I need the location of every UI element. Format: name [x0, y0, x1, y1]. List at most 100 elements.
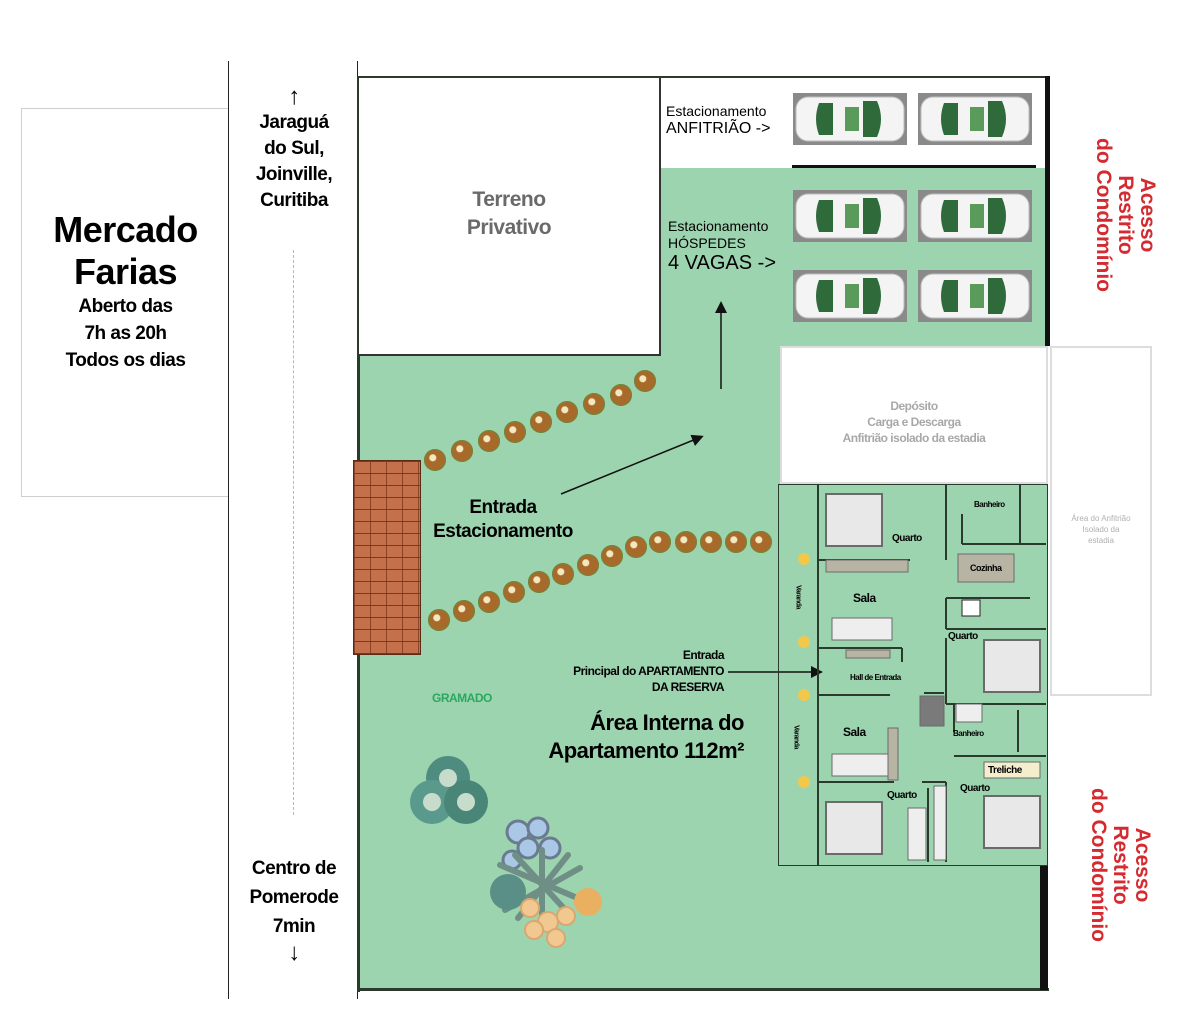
shrub-icon	[504, 421, 526, 443]
property-border-top	[357, 76, 1049, 78]
south-line1: Centro de	[251, 858, 337, 879]
shrub-icon	[601, 545, 623, 567]
room-varanda-2: Varanda	[776, 722, 816, 752]
market-name-line2: Farias	[73, 251, 178, 292]
road-edge-left	[228, 61, 229, 999]
shrub-icon	[556, 401, 578, 423]
shrub-icon	[725, 531, 747, 553]
restricted-upper-line2: Restrito	[1114, 175, 1137, 255]
market-hours-line1: Aberto das	[78, 296, 173, 317]
host-parking-car	[793, 93, 907, 145]
north-line4: Curitiba	[260, 190, 328, 211]
main-entrance-label: Entrada Principal do APARTAMENTO DA RESE…	[540, 647, 724, 695]
shrub-icon	[750, 531, 772, 553]
storage-line3: Anfitrião isolado da estadia	[842, 431, 986, 445]
main-entrance-line3: DA RESERVA	[651, 680, 725, 694]
restricted-lower-line2: Restrito	[1109, 825, 1132, 905]
garden-trees	[410, 756, 602, 948]
shrub-icon	[700, 531, 722, 553]
main-entrance-line1: Entrada	[682, 648, 725, 662]
apartment-walls	[817, 484, 1046, 866]
room-quarto-1: Quarto	[892, 533, 922, 544]
private-land-line1: Terreno	[472, 188, 546, 211]
shrub-icon	[583, 393, 605, 415]
private-land-line2: Privativo	[466, 216, 552, 239]
room-banheiro-2: Banheiro	[953, 729, 984, 738]
room-quarto-4: Quarto	[960, 783, 990, 794]
road-center-dashed-line	[293, 250, 294, 815]
brick-driveway-entrance	[353, 460, 421, 655]
restricted-lower-line1: Acesso	[1131, 827, 1154, 903]
shrub-icon	[552, 563, 574, 585]
flower-icon	[798, 553, 810, 565]
varanda-1-text: Varanda	[794, 585, 802, 609]
market-name-line1: Mercado	[53, 209, 198, 250]
shrub-spiky-orange	[574, 888, 602, 916]
shrub-icon	[610, 384, 632, 406]
storage-line1: Depósito	[890, 399, 938, 413]
main-entrance-line2: Principal do APARTAMENTO	[573, 664, 724, 678]
shrub-icon	[634, 370, 656, 392]
flower-cluster-peach	[520, 898, 576, 948]
guest-parking-car	[793, 190, 907, 242]
restricted-upper-line1: Acesso	[1136, 177, 1159, 253]
room-hall: Hall de Entrada	[850, 673, 901, 682]
parking-entrance-line1: Entrada	[469, 497, 537, 518]
market-box: Mercado Farias Aberto das 7h as 20h Todo…	[21, 108, 229, 497]
arrow-down-icon: ↓	[288, 939, 300, 966]
private-land: Terreno Privativo	[359, 78, 661, 356]
room-quarto-2: Quarto	[948, 631, 978, 642]
restricted-access-lower: Acesso Restrito do Condomínio	[1080, 775, 1160, 955]
market-hours-line2: 7h as 20h	[84, 323, 167, 344]
room-cozinha: Cozinha	[970, 563, 1002, 573]
host-parking-divider	[792, 165, 1036, 168]
shrub-icon	[478, 430, 500, 452]
shrub-icon	[625, 536, 647, 558]
guest-parking-car	[793, 270, 907, 322]
palm-star-grey	[497, 847, 585, 923]
apartment-area-line1: Área Interna do	[590, 710, 744, 735]
storage-area: Depósito Carga e Descarga Anfitrião isol…	[780, 346, 1048, 484]
lawn-label: GRAMADO	[432, 691, 492, 705]
property-border-right-upper	[1045, 76, 1050, 346]
room-sala-2: Sala	[843, 725, 866, 739]
host-parking-line1: Estacionamento	[666, 103, 767, 119]
flower-icon	[798, 689, 810, 701]
host-area-line2: Isolado da	[1082, 525, 1120, 534]
bed-furniture	[825, 493, 1041, 855]
shrub-spiky-teal	[490, 874, 526, 910]
south-line2: Pomerode	[249, 887, 339, 908]
parking-entrance-line2: Estacionamento	[433, 521, 573, 542]
host-parking-car	[918, 93, 1032, 145]
shrub-icon	[528, 571, 550, 593]
parking-arrows	[560, 301, 823, 678]
north-line2: do Sul,	[264, 138, 324, 159]
apartment-area-label: Área Interna do Apartamento 112m²	[520, 709, 744, 765]
host-parking-label: Estacionamento ANFITRIÃO ->	[666, 103, 786, 138]
tree-cluster-teal	[410, 756, 488, 824]
shrub-icon	[424, 449, 446, 471]
shrub-icon	[577, 554, 599, 576]
guest-parking-label: Estacionamento HÓSPEDES 4 VAGAS ->	[668, 218, 790, 274]
room-quarto-3: Quarto	[887, 790, 917, 801]
shrub-icon	[451, 440, 473, 462]
guest-parking-line2: HÓSPEDES	[668, 235, 746, 251]
shrub-icon	[503, 581, 525, 603]
parking-entrance-arrow	[560, 434, 704, 495]
flower-icon	[798, 636, 810, 648]
room-treliche: Treliche	[988, 765, 1022, 776]
living-furniture	[825, 553, 1041, 861]
room-varanda-1: Varanda	[778, 582, 818, 612]
host-area-line1: Área do Anfitrião	[1071, 514, 1131, 523]
apartment-floor-plan	[778, 484, 1048, 866]
parking-entrance-label: Entrada Estacionamento	[420, 496, 586, 544]
north-line1: Jaraguá	[259, 112, 329, 133]
guest-parking-car	[918, 190, 1032, 242]
restricted-access-upper: Acesso Restrito do Condomínio	[1085, 125, 1165, 305]
shrub-icon	[428, 609, 450, 631]
host-area: Área do Anfitrião Isolado da estadia	[1050, 346, 1152, 696]
flower-icon	[798, 776, 810, 788]
market-hours-line3: Todos os dias	[65, 350, 186, 371]
north-line3: Joinville,	[255, 164, 333, 185]
flower-cluster-blue	[501, 816, 562, 871]
